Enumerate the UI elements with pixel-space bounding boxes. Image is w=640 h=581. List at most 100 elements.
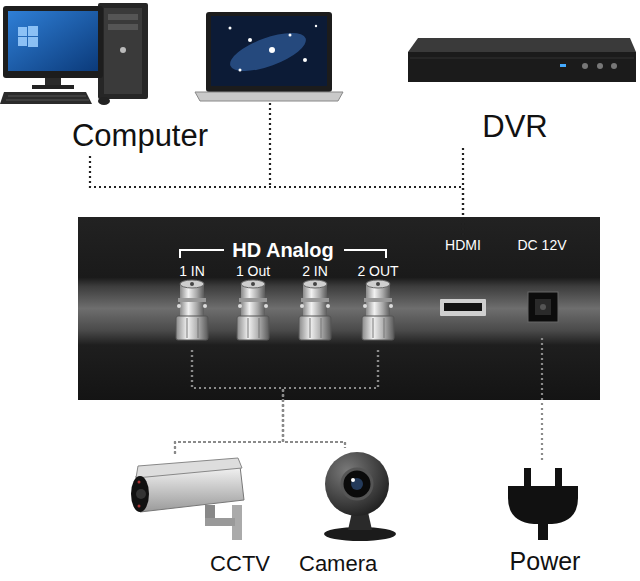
desktop-computer	[6, 100, 89, 101]
port-label: 1 IN	[179, 263, 205, 279]
device-label: Computer	[72, 118, 208, 154]
laptop	[269, 47, 275, 53]
bnc-port: 2 IN	[287, 262, 343, 350]
desktop-computer	[28, 26, 38, 36]
device-label: Power	[510, 547, 581, 576]
device-label: CCTV	[210, 551, 270, 576]
device-label: CCTV	[128, 455, 278, 576]
bnc-connector	[362, 280, 394, 340]
dvr-unit	[597, 63, 603, 69]
bnc-connector	[237, 280, 269, 340]
web-camera	[351, 478, 363, 490]
connector-panel: HD Analog 1 IN 1 Out 2 IN 2 OUT HDMI DC 12V	[78, 217, 600, 400]
device-label: Computer	[55, 116, 225, 156]
cctv-camera	[205, 518, 235, 526]
bnc-port: 2 OUT	[350, 262, 406, 350]
laptop	[289, 34, 292, 37]
power-plug	[538, 523, 548, 540]
device-label: DVR	[482, 109, 547, 145]
cctv-camera	[138, 505, 141, 508]
desktop-computer	[8, 11, 98, 71]
power-plug	[508, 468, 578, 540]
dc-jack: DC 12V	[508, 236, 576, 338]
web-camera	[342, 469, 372, 499]
cctv-camera	[131, 476, 149, 512]
desktop-computer	[104, 8, 142, 94]
dotted-connector	[541, 338, 543, 462]
laptop	[195, 12, 343, 101]
hdmi-socket	[444, 303, 482, 311]
desktop-computer	[45, 78, 61, 86]
dvr-unit	[408, 38, 636, 52]
panel-heading: HD Analog	[232, 239, 333, 262]
desktop-computer	[8, 96, 86, 97]
power-plug	[555, 468, 562, 486]
dvr-unit	[582, 63, 588, 69]
dotted-connector	[192, 350, 345, 448]
laptop	[226, 25, 311, 79]
cctv-camera	[138, 481, 141, 484]
desktop-computer	[28, 37, 38, 47]
desktop-computer	[32, 85, 74, 89]
device-label: DVR	[400, 106, 630, 148]
dc-socket	[528, 292, 558, 322]
laptop	[315, 25, 317, 27]
power-plug	[508, 486, 578, 524]
port-label: 1 Out	[236, 263, 270, 279]
dvr-unit	[560, 64, 566, 67]
dotted-connector	[283, 350, 378, 448]
bnc-port: 1 IN	[164, 262, 220, 350]
dvr-unit	[410, 58, 634, 59]
laptop	[248, 38, 252, 42]
laptop	[211, 16, 327, 86]
monitor-panel	[78, 217, 600, 400]
port-label: 2 IN	[302, 263, 328, 279]
desktop-computer	[98, 97, 110, 105]
dc-socket	[540, 304, 546, 310]
desktop-computer	[98, 3, 148, 99]
laptop	[195, 92, 343, 101]
monitor-panel	[78, 217, 600, 400]
desktop-computer	[18, 37, 27, 46]
device-label: Camera	[295, 448, 405, 576]
laptop	[206, 12, 332, 92]
power-plug	[524, 468, 531, 486]
port-label: DC 12V	[517, 237, 566, 253]
dc-socket	[528, 292, 558, 322]
web-camera	[325, 452, 389, 516]
cctv-camera	[131, 458, 244, 540]
cctv-camera	[136, 458, 242, 478]
dotted-connector	[175, 350, 378, 455]
port-label: 2 OUT	[357, 263, 398, 279]
cctv-camera	[136, 489, 146, 499]
bnc-port: 1 Out	[225, 262, 281, 350]
dvr-unit	[611, 63, 617, 69]
dotted-connector	[462, 148, 464, 236]
laptop	[239, 69, 242, 72]
desktop-computer	[108, 14, 138, 20]
bnc-connector	[299, 280, 331, 340]
laptop	[229, 27, 232, 30]
web-camera	[351, 478, 355, 482]
laptop	[303, 58, 307, 62]
dvr-unit	[408, 52, 636, 82]
device-label: Camera	[299, 551, 377, 576]
bnc-connector	[176, 280, 394, 340]
dvr-unit	[408, 38, 636, 82]
dotted-connector	[90, 156, 463, 236]
desktop-computer	[18, 27, 27, 36]
bnc-connector	[176, 280, 208, 340]
hdmi-socket	[440, 299, 486, 316]
hdmi-socket	[440, 299, 486, 316]
desktop-computer	[3, 6, 103, 78]
device-label: Power	[490, 462, 600, 576]
hdmi-port: HDMI	[433, 236, 493, 326]
desktop-computer	[108, 24, 138, 30]
desktop-computer	[0, 3, 148, 105]
web-camera	[324, 452, 396, 541]
dc-socket	[535, 299, 551, 315]
desktop-computer	[0, 92, 92, 104]
